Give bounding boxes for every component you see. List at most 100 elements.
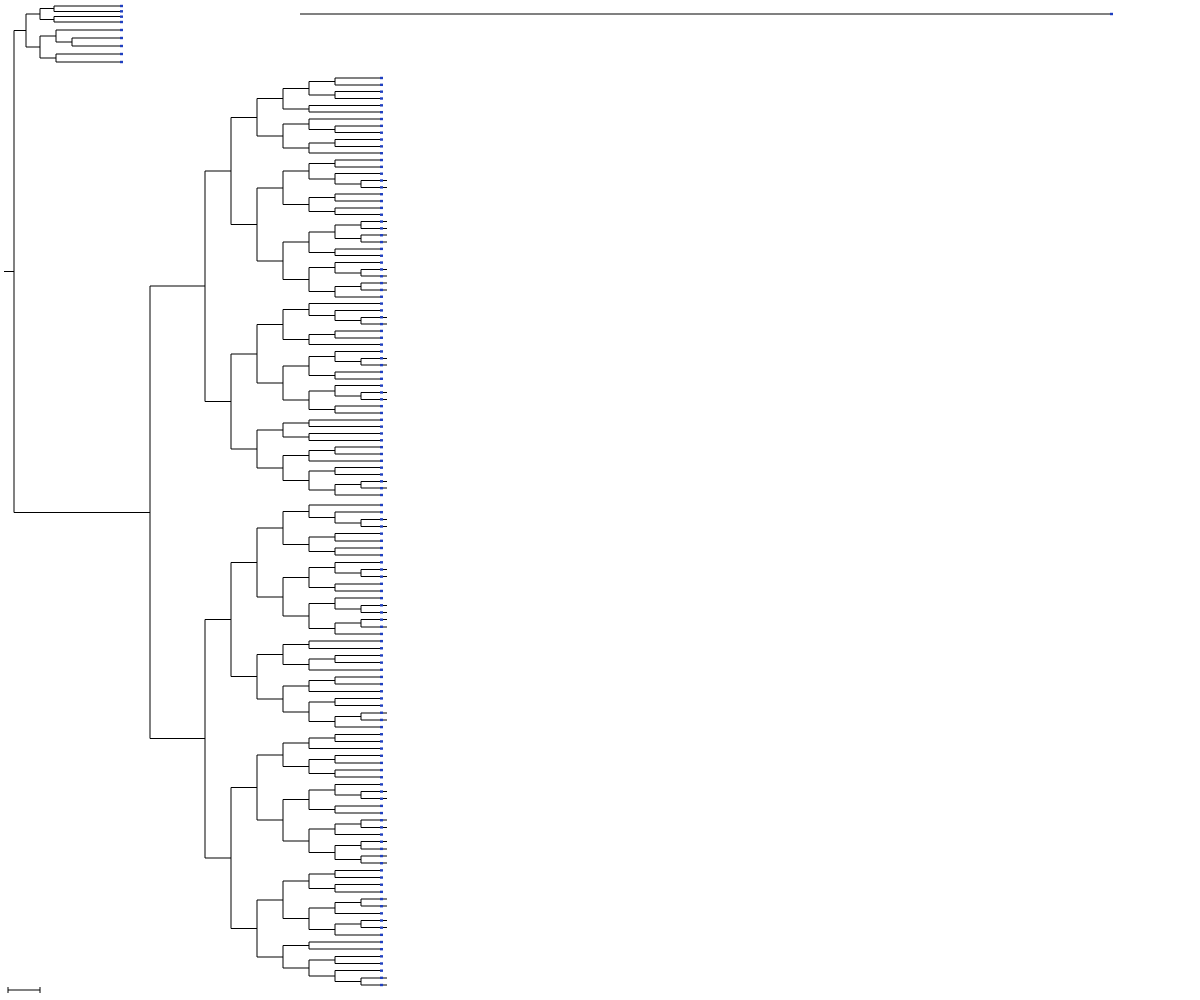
tip-marker <box>380 510 383 514</box>
tip-marker <box>380 733 383 736</box>
tip-marker <box>380 240 383 244</box>
tip-marker <box>380 976 383 980</box>
tip-marker <box>380 295 383 298</box>
tip-marker <box>380 275 383 278</box>
tip-marker <box>380 833 383 836</box>
tip-marker <box>380 186 383 189</box>
tip-marker <box>380 261 383 264</box>
tip-marker <box>380 117 383 121</box>
tip-marker <box>380 518 383 521</box>
tip-marker <box>380 220 383 223</box>
tip-marker <box>380 661 383 664</box>
tip-marker <box>380 718 383 722</box>
tip-marker <box>380 179 383 182</box>
tip-marker <box>380 596 383 600</box>
tip-marker <box>380 955 383 958</box>
tip-marker <box>380 425 383 428</box>
tip-marker <box>380 790 383 793</box>
tip-marker <box>380 826 383 829</box>
tip-marker <box>380 213 383 216</box>
tip-marker <box>380 869 383 872</box>
tip-marker <box>380 575 383 578</box>
tip-marker <box>380 582 383 586</box>
tip-marker <box>380 97 383 100</box>
tip-marker <box>380 525 383 528</box>
tree-branches <box>4 5 1110 986</box>
tip-marker <box>380 797 383 800</box>
tip-marker <box>380 398 383 401</box>
tip-marker <box>120 4 123 8</box>
tip-marker <box>380 933 383 937</box>
tip-marker <box>380 350 383 353</box>
tip-marker <box>380 639 383 643</box>
tip-marker <box>380 890 383 894</box>
tip-marker <box>380 761 383 765</box>
tip-marker <box>380 632 383 636</box>
tree-tips <box>120 4 1113 987</box>
tip-marker <box>380 983 383 987</box>
tip-marker <box>380 654 383 657</box>
tip-marker <box>380 926 383 929</box>
tip-marker <box>380 329 383 333</box>
tip-marker <box>380 363 383 367</box>
tip-marker <box>380 747 383 750</box>
tip-marker <box>380 493 383 497</box>
tip-marker <box>380 445 383 449</box>
tip-marker <box>380 193 383 196</box>
tip-marker <box>380 83 383 87</box>
scale-bar <box>7 987 41 993</box>
tip-marker <box>380 110 383 114</box>
tip-marker <box>120 20 123 24</box>
tip-marker <box>380 309 383 312</box>
tip-marker <box>380 647 383 650</box>
tip-marker <box>380 840 383 843</box>
tip-marker <box>380 754 383 757</box>
tip-marker <box>380 783 383 786</box>
tip-marker <box>380 411 383 415</box>
tip-marker <box>380 247 383 251</box>
tip-marker <box>380 539 383 543</box>
tip-marker <box>380 302 383 305</box>
tip-marker <box>380 377 383 380</box>
tip-marker <box>380 432 383 435</box>
tip-marker <box>380 883 383 886</box>
tip-marker <box>380 589 383 593</box>
tip-marker <box>380 904 383 908</box>
tip-marker <box>120 10 123 13</box>
tip-marker <box>380 158 383 162</box>
tip-marker <box>380 452 383 456</box>
tip-marker <box>380 690 383 693</box>
tip-marker <box>380 165 383 169</box>
tip-marker <box>120 15 123 18</box>
tip-marker <box>120 36 123 40</box>
tip-marker <box>380 919 383 922</box>
tip-marker <box>380 104 383 107</box>
tip-marker <box>380 199 383 203</box>
tip-marker <box>380 847 383 851</box>
tip-marker <box>380 227 383 230</box>
tip-marker <box>380 947 383 951</box>
tip-marker <box>380 768 383 772</box>
tip-marker <box>380 912 383 915</box>
tip-marker <box>380 459 383 463</box>
tip-marker <box>380 384 383 387</box>
tip-marker <box>380 336 383 339</box>
tip-marker <box>380 439 383 442</box>
tip-marker <box>380 131 383 134</box>
tip-marker <box>120 28 123 32</box>
tip-marker <box>380 740 383 743</box>
tip-marker <box>380 234 383 237</box>
tip-marker <box>380 343 383 346</box>
tip-marker <box>380 172 383 175</box>
tip-marker <box>380 675 383 679</box>
tip-marker <box>380 145 383 148</box>
tip-marker <box>380 404 383 408</box>
tip-marker <box>380 561 383 564</box>
tip-marker <box>380 862 383 865</box>
tip-marker <box>380 76 383 80</box>
tip-marker <box>380 357 383 360</box>
tip-marker <box>380 553 383 557</box>
tip-marker <box>380 418 383 422</box>
tip-marker <box>380 940 383 944</box>
